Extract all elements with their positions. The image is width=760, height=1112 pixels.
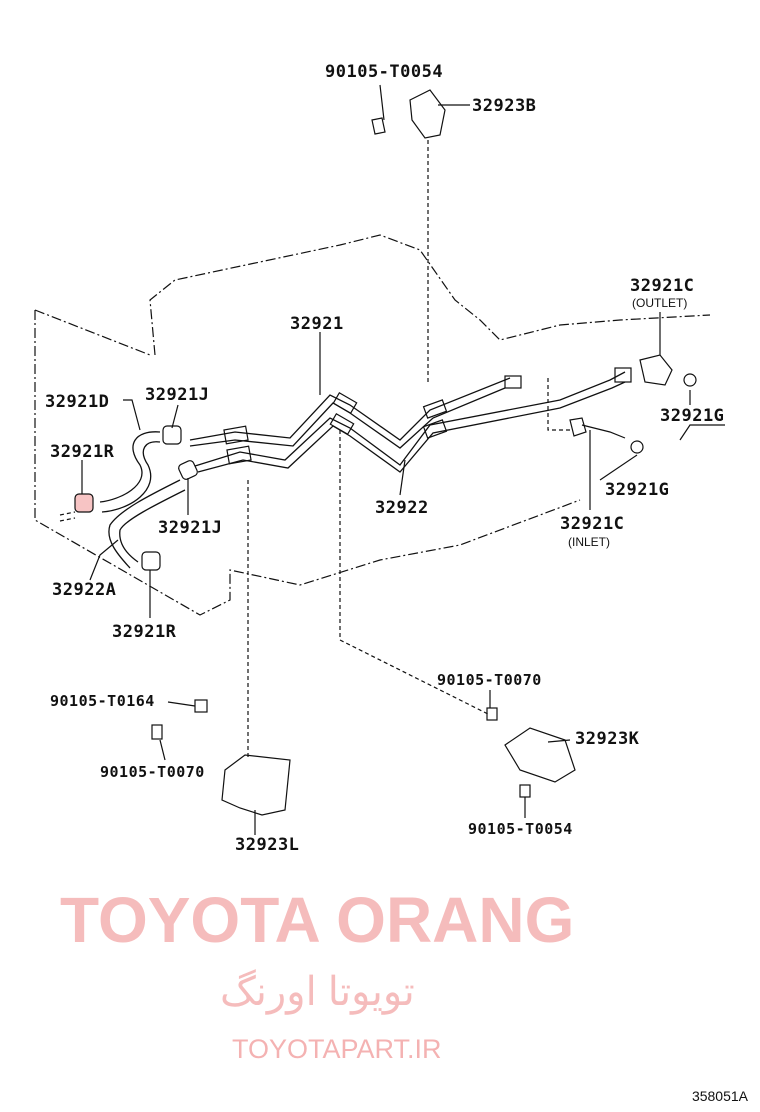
label-clip-j-bottom: 32921J bbox=[158, 518, 223, 538]
label-gasket-g-top: 32921G bbox=[660, 406, 725, 426]
label-tube-2: 32922 bbox=[375, 498, 429, 518]
label-inlet-c: 32921C bbox=[560, 514, 625, 534]
label-bolt-t0070-right: 90105-T0070 bbox=[437, 671, 542, 689]
label-hose-d: 32921D bbox=[45, 392, 110, 412]
label-gasket-g-bottom: 32921G bbox=[605, 480, 670, 500]
label-bolt-t0054-bottom: 90105-T0054 bbox=[468, 820, 573, 838]
label-hose-a: 32922A bbox=[52, 580, 117, 600]
label-bolt-top: 90105-T0054 bbox=[325, 62, 444, 82]
transmission-outline bbox=[149, 234, 711, 356]
label-bolt-t0070-left: 90105-T0070 bbox=[100, 763, 205, 781]
label-clip-r-left: 32921R bbox=[50, 442, 115, 462]
label-outlet-note: (OUTLET) bbox=[632, 296, 688, 310]
label-tube-main: 32921 bbox=[290, 314, 344, 334]
label-bracket-k: 32923K bbox=[575, 729, 640, 749]
label-clip-r-bottom: 32921R bbox=[112, 622, 177, 642]
watermark-brand-latin: TOYOTA ORANG bbox=[60, 884, 575, 956]
label-bracket-l: 32923L bbox=[235, 835, 300, 855]
watermark-site: TOYOTAPART.IR bbox=[232, 1034, 442, 1064]
hose-32922A bbox=[108, 479, 186, 569]
label-clip-j-top: 32921J bbox=[145, 385, 210, 405]
label-outlet-c: 32921C bbox=[630, 276, 695, 296]
label-inlet-note: (INLET) bbox=[568, 535, 610, 549]
label-bolt-t0164: 90105-T0164 bbox=[50, 692, 155, 710]
watermark-brand-persian: تویوتا اورنگ bbox=[220, 970, 415, 1014]
cooler-tube-32921 bbox=[189, 371, 626, 473]
clips bbox=[74, 425, 198, 571]
hose-32921D bbox=[99, 431, 161, 513]
label-bracket-b: 32923B bbox=[472, 96, 537, 116]
diagram-code: 358051A bbox=[691, 1088, 748, 1104]
